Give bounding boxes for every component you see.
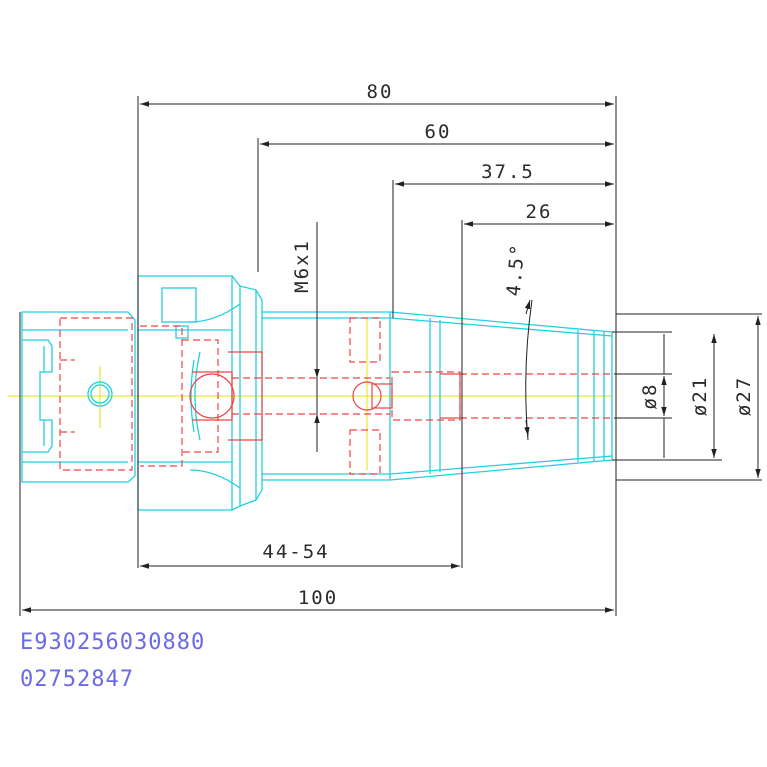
dim-label-dia-27: ø27	[733, 376, 755, 416]
dim-label-80: 80	[367, 81, 394, 103]
dim-label-26: 26	[526, 201, 553, 223]
dim-label-thread: M6x1	[291, 239, 313, 293]
dim-label-37-5: 37.5	[481, 161, 535, 183]
dimension-lines	[19, 96, 762, 616]
dim-label-dia-8: ø8	[639, 383, 661, 410]
dim-label-100: 100	[298, 587, 338, 609]
dim-label-dia-21: ø21	[689, 376, 711, 416]
hidden-features	[59, 317, 612, 475]
part-number: E930256030880	[20, 630, 205, 655]
order-number: 02752847	[20, 667, 134, 692]
dim-label-44-54: 44-54	[262, 541, 329, 563]
dim-label-angle: 4.5°	[503, 242, 530, 297]
dim-label-60: 60	[425, 121, 452, 143]
